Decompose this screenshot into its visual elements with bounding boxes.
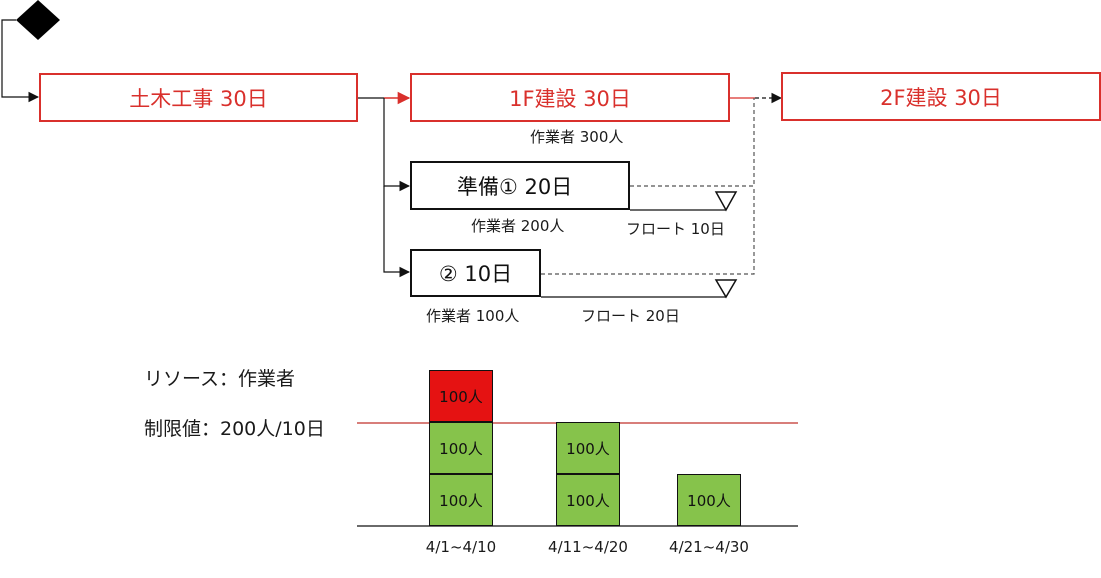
resource-block: 100人: [429, 474, 493, 526]
prep1-workers-label: 作業者 200人: [471, 217, 565, 235]
period-label: 4/1~4/10: [425, 538, 497, 556]
civil-to-prep2-connector: [383, 186, 411, 278]
task-2f-construction: 2F建設 30日: [781, 72, 1101, 121]
f1-workers-label: 作業者 300人: [530, 128, 624, 146]
resource-block: 100人: [677, 474, 741, 526]
resource-block: 100人: [429, 422, 493, 474]
prep2-workers-label: 作業者 100人: [426, 307, 520, 325]
period-label: 4/11~4/20: [548, 538, 628, 556]
resource-block: 100人: [556, 474, 620, 526]
prep2-float-label: フロート 20日: [581, 307, 680, 325]
period-label: 4/21~4/30: [669, 538, 749, 556]
task-1f-construction: 1F建設 30日: [410, 73, 730, 122]
diamond-icon: [16, 0, 60, 40]
triangle-down-icon: [714, 191, 738, 212]
start-connector: [1, 19, 40, 103]
prep1-float-label: フロート 10日: [626, 220, 725, 238]
resource-block-over-limit: 100人: [429, 370, 493, 422]
prep1-float-link: [630, 98, 755, 187]
prep2-float-link: [541, 186, 755, 275]
triangle-down-icon: [714, 279, 738, 299]
resource-block: 100人: [556, 422, 620, 474]
task-prep-1: 準備① 20日: [410, 161, 630, 210]
task-prep-2: ② 10日: [410, 249, 541, 297]
resource-limit: 制限値：200人/10日: [144, 418, 325, 440]
resource-title: リソース：作業者: [144, 368, 296, 390]
task-civil-works: 土木工事 30日: [39, 73, 358, 122]
civil-to-prep1-connector: [383, 98, 411, 192]
